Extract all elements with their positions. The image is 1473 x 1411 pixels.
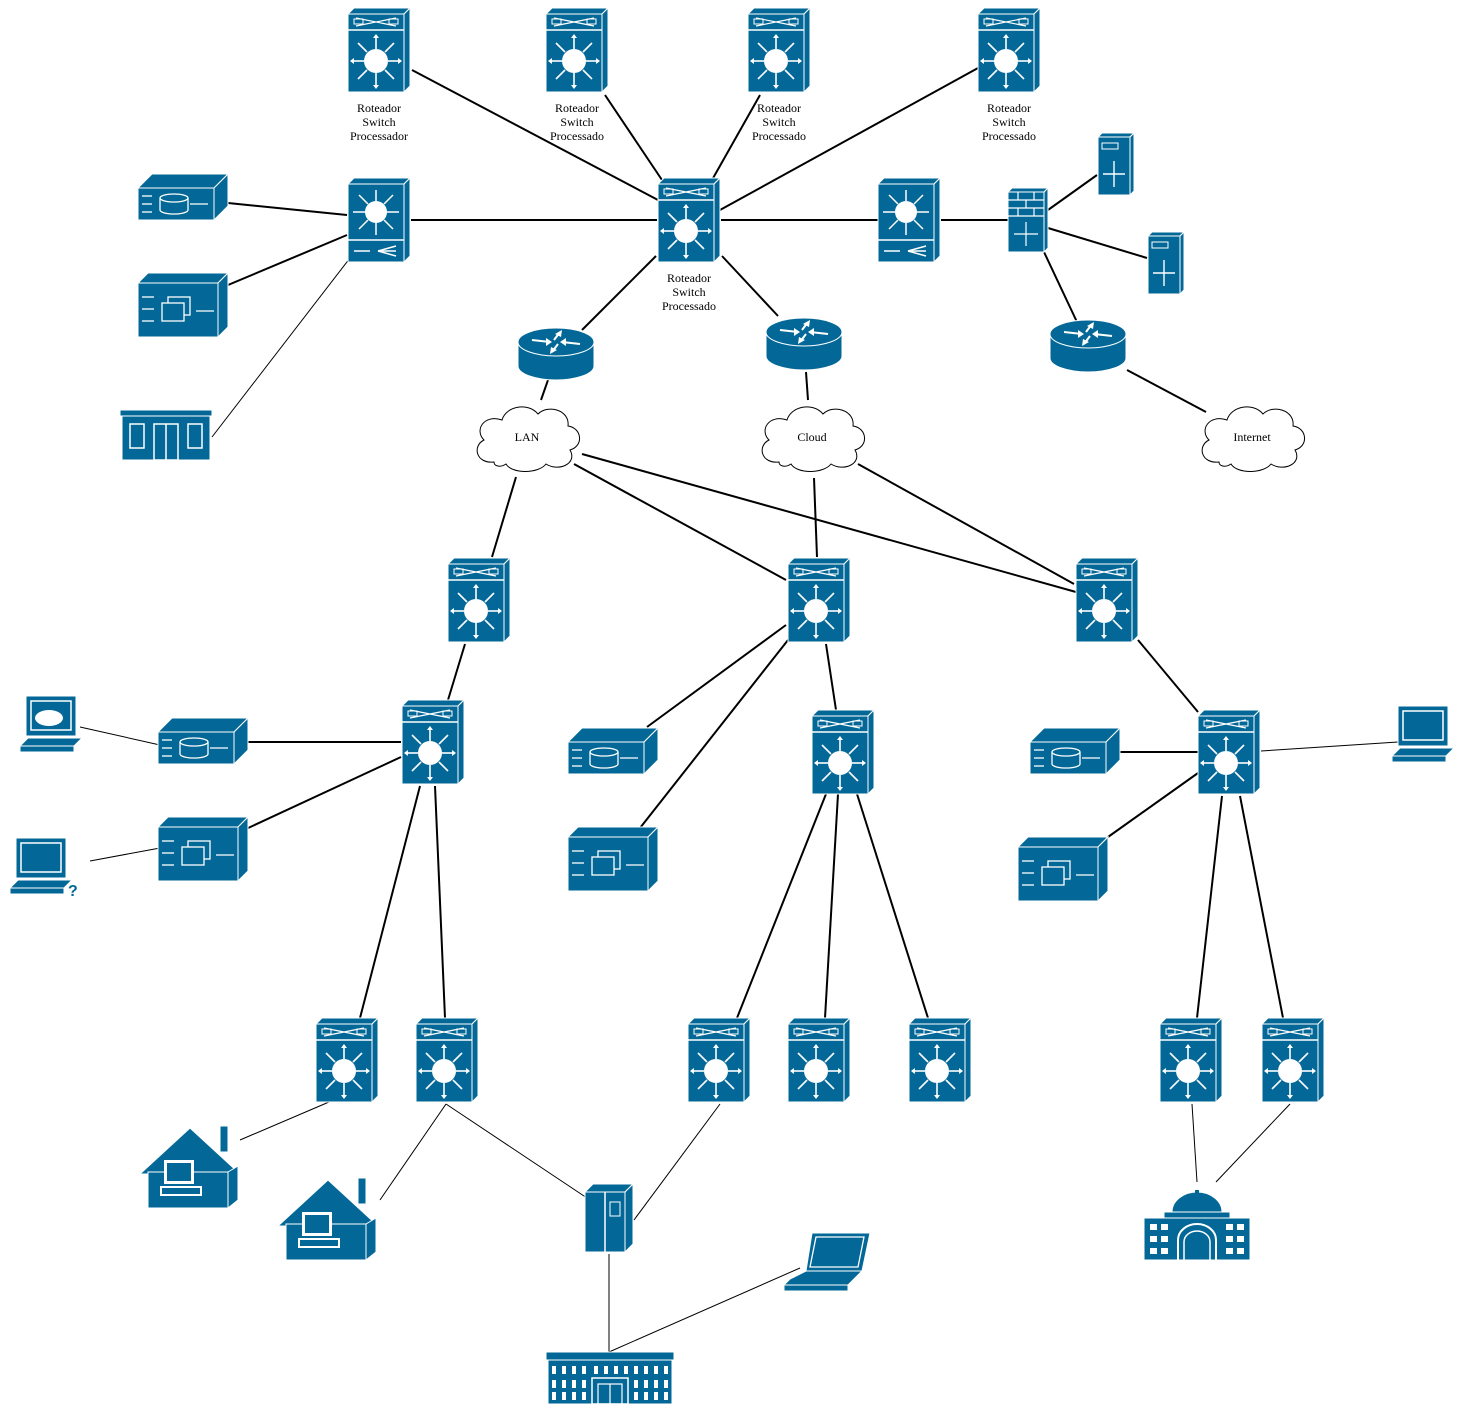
file-server-icon[interactable] <box>567 826 659 892</box>
layer-3-switch-icon <box>545 7 609 93</box>
layer-3-switch-icon <box>657 177 721 263</box>
storage-server-icon[interactable] <box>567 727 659 775</box>
layer-3-switch-icon <box>747 7 811 93</box>
device-label-line: Processado <box>982 129 1036 143</box>
cloud-label: LAN <box>515 430 540 444</box>
layer-3-switch-icon[interactable] <box>315 1017 379 1103</box>
device-label-line: Processado <box>662 299 716 313</box>
file-server-icon[interactable] <box>137 272 229 338</box>
device-label-line: Switch <box>672 285 705 299</box>
device-label-line: Switch <box>560 115 593 129</box>
internet-cloud[interactable]: Internet <box>1201 406 1306 472</box>
device-label-line: Processado <box>550 129 604 143</box>
server-icon[interactable] <box>1147 231 1185 295</box>
device-label-line: Roteador <box>987 101 1031 115</box>
cloud-label: Internet <box>1233 430 1271 444</box>
device-label-line: Switch <box>362 115 395 129</box>
layer-3-switch-icon[interactable] <box>415 1017 479 1103</box>
home-office-icon[interactable] <box>277 1177 379 1261</box>
layer-3-switch-icon[interactable] <box>787 1017 851 1103</box>
layer-3-switch-icon[interactable] <box>687 1017 751 1103</box>
layer-3-switch-icon <box>347 7 411 93</box>
device-label-line: Roteador <box>555 101 599 115</box>
cloud-cloud[interactable]: Cloud <box>761 406 866 472</box>
server-icon[interactable] <box>1097 132 1135 196</box>
workstation-icon <box>9 837 73 895</box>
core-switch[interactable]: Roteador Switch Processado <box>657 177 721 313</box>
router-icon[interactable] <box>1049 319 1127 373</box>
firewall-icon[interactable] <box>1007 187 1049 253</box>
layer-3-switch-icon[interactable] <box>447 557 511 643</box>
cloud-screen-icon <box>35 710 63 726</box>
device-label-line: Roteador <box>757 101 801 115</box>
device-label-line: Processado <box>752 129 806 143</box>
cloud-label: Cloud <box>797 430 826 444</box>
file-server-icon[interactable] <box>1017 836 1109 902</box>
storage-server-icon[interactable] <box>1029 727 1121 775</box>
workstation-icon[interactable] <box>1391 705 1455 763</box>
layer-3-switch-icon <box>977 7 1041 93</box>
storage-server-icon[interactable] <box>137 173 229 221</box>
government-building-icon[interactable] <box>1143 1189 1251 1261</box>
top-switch-3[interactable]: Roteador Switch Processado <box>747 7 811 143</box>
layer-3-switch-icon[interactable] <box>787 557 851 643</box>
question-mark-icon: ? <box>68 883 78 900</box>
links <box>79 67 1399 1353</box>
headquarters-icon[interactable] <box>545 1351 675 1405</box>
top-switch-4[interactable]: Roteador Switch Processado <box>977 7 1041 143</box>
device-label-line: Switch <box>992 115 1025 129</box>
layer-3-switch-icon[interactable] <box>401 699 465 785</box>
lan-cloud[interactable]: LAN <box>476 406 581 472</box>
router-icon[interactable] <box>765 317 843 371</box>
device-label-line: Switch <box>762 115 795 129</box>
home-office-icon[interactable] <box>139 1125 241 1209</box>
router-switch-processor-icon[interactable] <box>877 177 941 263</box>
mainframe-icon[interactable] <box>584 1183 634 1253</box>
layer-3-switch-icon[interactable] <box>908 1017 972 1103</box>
top-switch-2[interactable]: Roteador Switch Processado <box>545 7 609 143</box>
router-icon[interactable] <box>517 327 595 381</box>
layer-3-switch-icon[interactable] <box>1261 1017 1325 1103</box>
device-label-line: Roteador <box>667 271 711 285</box>
workstation-web[interactable] <box>19 695 83 753</box>
device-label-line: Processador <box>350 129 408 143</box>
layer-3-switch-icon[interactable] <box>811 709 875 795</box>
top-switch-1[interactable]: Roteador Switch Processador <box>347 7 411 143</box>
workstation-unknown[interactable]: ? <box>9 837 78 900</box>
layer-3-switch-icon[interactable] <box>1197 709 1261 795</box>
file-server-icon[interactable] <box>157 816 249 882</box>
router-switch-processor-icon[interactable] <box>347 177 411 263</box>
storage-server-icon[interactable] <box>157 717 249 765</box>
device-label-line: Roteador <box>357 101 401 115</box>
layer-3-switch-icon[interactable] <box>1159 1017 1223 1103</box>
laptop-icon[interactable] <box>783 1232 871 1292</box>
branch-office-icon[interactable] <box>119 409 213 461</box>
layer-3-switch-icon[interactable] <box>1075 557 1139 643</box>
